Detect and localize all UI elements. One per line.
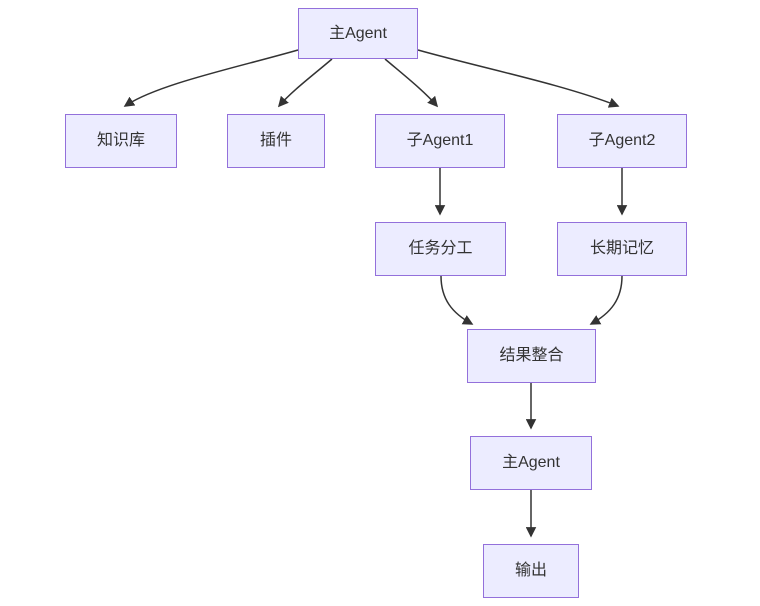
node-sub-agent-1: 子Agent1 [375,114,505,168]
node-result-integration: 结果整合 [467,329,596,383]
node-task-division: 任务分工 [375,222,506,276]
edge-task-to-merge [440,275,474,325]
node-knowledge-base: 知识库 [65,114,177,168]
node-main-agent: 主Agent [298,8,418,59]
node-output: 输出 [483,544,579,598]
node-long-term-memory: 长期记忆 [557,222,687,276]
node-main-agent-return: 主Agent [470,436,592,490]
edge-main-to-knowledge [123,49,299,107]
edge-main-to-plugin [277,58,333,108]
edge-main-to-sub2 [417,49,620,108]
node-plugin: 插件 [227,114,325,168]
edge-memory-to-merge [589,275,623,325]
node-sub-agent-2: 子Agent2 [557,114,687,168]
edge-main-to-sub1 [384,58,439,108]
